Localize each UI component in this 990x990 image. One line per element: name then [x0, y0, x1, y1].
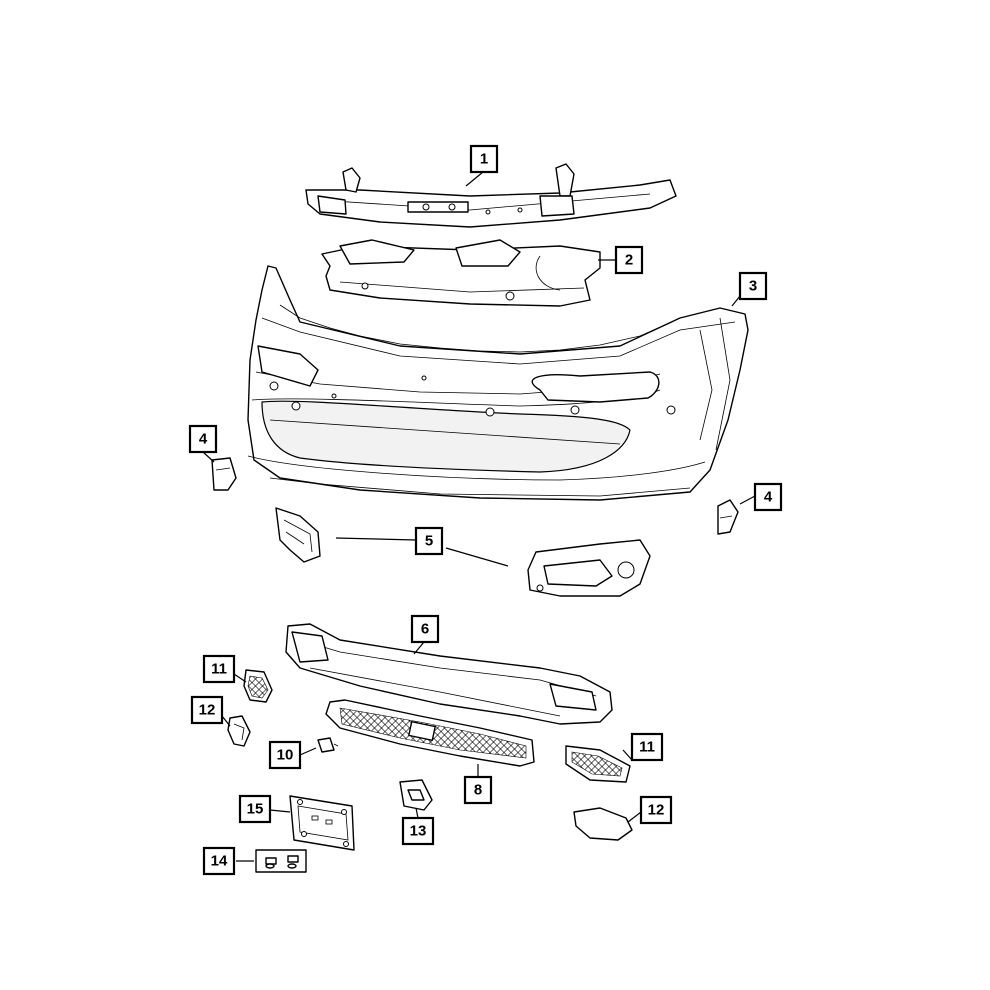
callout-12-left: 12 [190, 695, 224, 725]
callout-14-label: 14 [211, 853, 228, 870]
callout-14: 14 [202, 846, 236, 876]
callout-4-right-label: 4 [764, 489, 773, 506]
bracket-left [211, 457, 237, 491]
callout-12-right: 12 [639, 795, 673, 825]
fastener-kit [255, 849, 307, 873]
fog-lamp-bezel-right [527, 539, 651, 597]
callout-8: 8 [463, 775, 493, 805]
grille-insert-right [565, 745, 631, 783]
grille-insert-left [243, 669, 273, 703]
energy-absorber [321, 239, 601, 307]
callout-1-label: 1 [480, 151, 488, 168]
callout-1: 1 [469, 144, 499, 174]
callout-6-label: 6 [421, 621, 429, 638]
callout-4-right: 4 [753, 482, 783, 512]
callout-10-label: 10 [277, 747, 294, 764]
callout-4-left: 4 [188, 424, 218, 454]
callout-12-left-label: 12 [199, 702, 216, 719]
leader-lines [202, 171, 756, 862]
callout-3: 3 [738, 271, 768, 301]
bumper-reinforcement-beam [305, 163, 677, 228]
bumper-fascia [247, 265, 749, 501]
tow-hook-cover-right [573, 807, 633, 841]
callout-12-right-label: 12 [648, 802, 665, 819]
callout-4-left-label: 4 [199, 431, 208, 448]
callout-11-left: 11 [202, 654, 236, 684]
callout-11-right: 11 [630, 732, 664, 762]
callout-15: 15 [238, 794, 272, 824]
sensor [317, 737, 339, 753]
callout-3-label: 3 [749, 278, 757, 295]
callout-8-label: 8 [474, 782, 482, 799]
callout-6: 6 [410, 614, 440, 644]
callout-5: 5 [414, 526, 444, 556]
tow-hook-cover-left [227, 715, 251, 747]
callout-13: 13 [401, 816, 435, 846]
callout-11-left-label: 11 [211, 661, 227, 678]
lower-fascia [285, 623, 613, 725]
bezel [399, 779, 433, 811]
fog-lamp-bezel-left [275, 507, 321, 563]
callout-15-label: 15 [247, 801, 264, 818]
callout-5-label: 5 [425, 533, 433, 550]
callout-10: 10 [268, 740, 302, 770]
callout-2-label: 2 [625, 252, 633, 269]
callout-11-right-label: 11 [639, 739, 655, 756]
bracket-right [717, 499, 739, 535]
callout-2: 2 [614, 245, 644, 275]
license-plate-bracket [289, 795, 355, 851]
callout-13-label: 13 [410, 823, 427, 840]
lower-grille [325, 699, 535, 767]
